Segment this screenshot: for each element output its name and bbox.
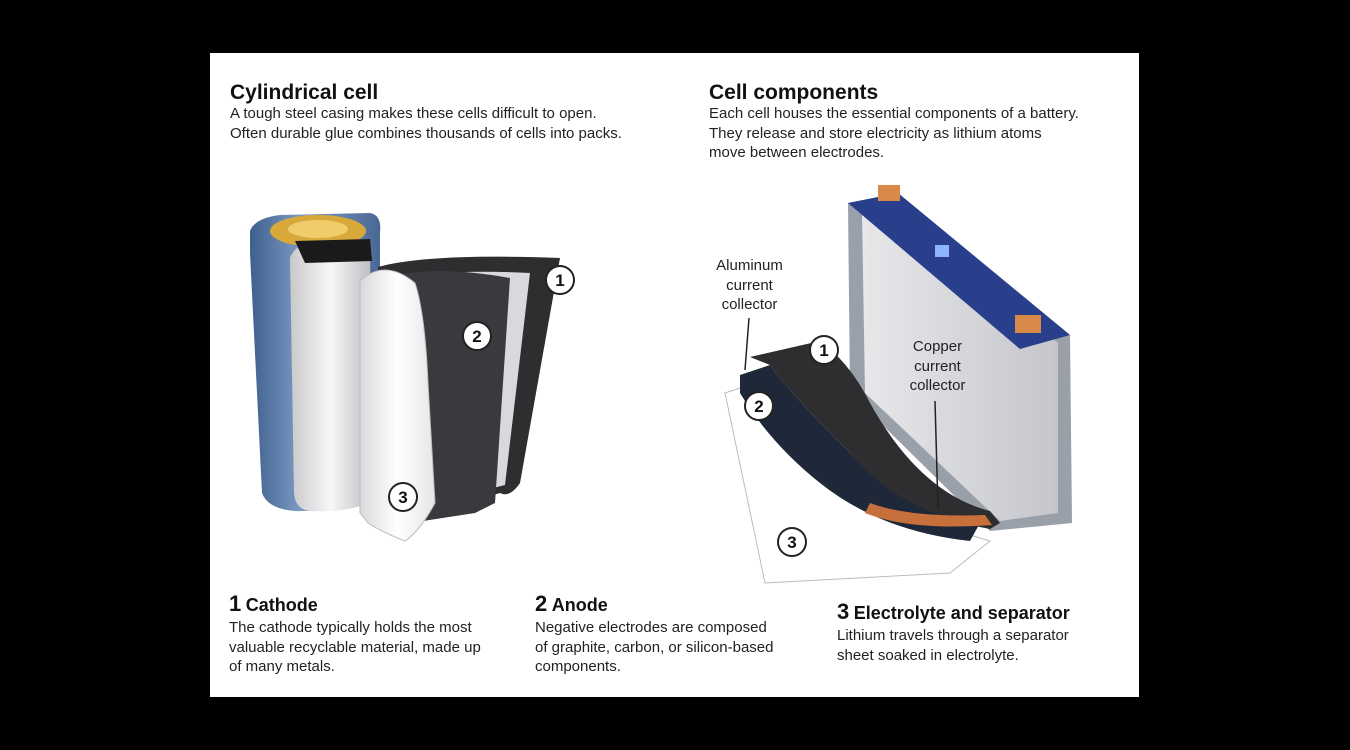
marker-2-right: 2 xyxy=(744,391,774,421)
callout-line: current xyxy=(726,276,773,294)
marker-label: 2 xyxy=(754,397,763,416)
anode-heading: 2 Anode xyxy=(535,591,608,617)
component-number: 3 xyxy=(837,599,850,624)
copper-leader-line xyxy=(934,400,939,510)
separator-sheet-shape xyxy=(359,269,436,542)
marker-label: 3 xyxy=(398,488,407,507)
description-line: They release and store electricity as li… xyxy=(709,124,1042,142)
cylindrical-cell-illustration xyxy=(250,213,560,542)
infographic-panel: Cylindrical cell A tough steel casing ma… xyxy=(210,53,1139,697)
component-name: Electrolyte and separator xyxy=(853,603,1070,623)
description-line: A tough steel casing makes these cells d… xyxy=(230,105,597,122)
cell-cathode-sheet-shape xyxy=(750,341,1000,529)
description-line: The cathode typically holds the most xyxy=(229,619,472,636)
description-line: Each cell houses the essential component… xyxy=(709,105,1079,122)
description-line: components. xyxy=(535,658,621,675)
electrode-roll-shape xyxy=(290,239,372,512)
marker-2-left: 2 xyxy=(462,321,492,351)
callout-line: Copper xyxy=(912,338,963,355)
marker-1-right: 1 xyxy=(809,335,839,365)
aluminum-leader-line xyxy=(744,317,750,371)
description-line: move between electrodes. xyxy=(709,144,885,161)
callout-line: Aluminum xyxy=(716,257,783,274)
component-name: Cathode xyxy=(245,595,318,615)
description-line: valuable recyclable material, made up xyxy=(229,638,481,656)
description-line: Negative electrodes are composed xyxy=(535,619,767,636)
marker-label: 3 xyxy=(787,533,796,552)
callout-line: collector xyxy=(721,296,778,313)
electrolyte-separator-description: Lithium travels through a separator shee… xyxy=(837,626,1069,665)
aluminum-collector-callout: Aluminum current collector xyxy=(702,256,797,315)
component-number: 2 xyxy=(535,591,548,616)
description-line: of many metals. xyxy=(229,658,335,675)
marker-1-left: 1 xyxy=(545,265,575,295)
callout-line: current xyxy=(914,357,961,375)
component-number: 1 xyxy=(229,591,242,616)
cell-components-title: Cell components xyxy=(709,81,879,104)
pouch-cell-illustration xyxy=(724,185,1072,584)
description-line: sheet soaked in electrolyte. xyxy=(837,646,1019,664)
marker-label: 1 xyxy=(819,341,828,360)
description-line: Often durable glue combines thousands of… xyxy=(230,124,622,142)
cathode-description: The cathode typically holds the most val… xyxy=(229,618,481,677)
cylindrical-cell-description: A tough steel casing makes these cells d… xyxy=(230,104,622,143)
electrolyte-separator-heading: 3 Electrolyte and separator xyxy=(837,599,1070,625)
description-line: Lithium travels through a separator xyxy=(837,627,1069,644)
cathode-heading: 1 Cathode xyxy=(229,591,318,617)
cell-components-description: Each cell houses the essential component… xyxy=(709,104,1101,163)
description-line: of graphite, carbon, or silicon-based xyxy=(535,638,774,656)
marker-label: 1 xyxy=(555,271,564,290)
marker-3-right: 3 xyxy=(777,527,807,557)
callout-line: collector xyxy=(909,377,966,394)
cell-anode-sheet-shape xyxy=(740,365,980,541)
copper-collector-callout: Copper current collector xyxy=(895,337,980,396)
cylindrical-cell-title: Cylindrical cell xyxy=(230,81,379,104)
component-name: Anode xyxy=(551,595,608,615)
marker-label: 2 xyxy=(472,327,481,346)
marker-3-left: 3 xyxy=(388,482,418,512)
pouch-top-shape xyxy=(848,193,1070,349)
anode-description: Negative electrodes are composed of grap… xyxy=(535,618,773,677)
copper-collector-shape xyxy=(865,503,992,527)
terminal-shape xyxy=(878,185,900,201)
